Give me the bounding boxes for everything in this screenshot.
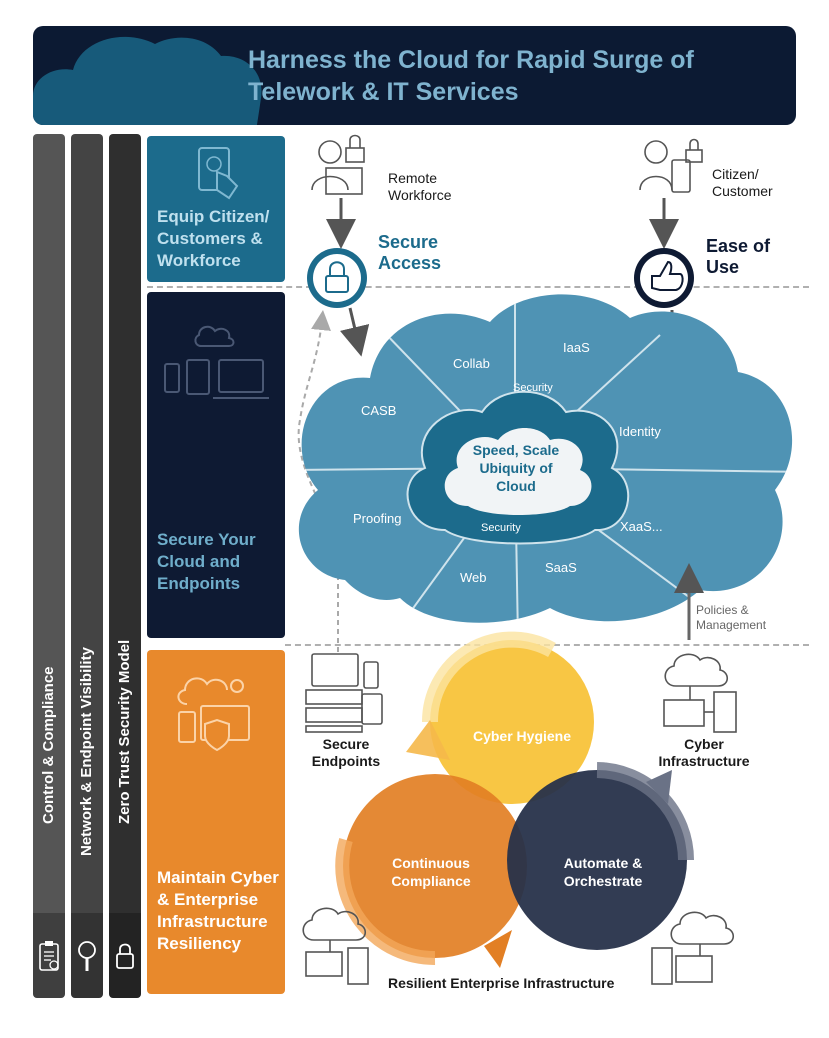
segment-collab: Collab: [453, 356, 490, 371]
remote-workforce-label: Remote Workforce: [388, 170, 452, 203]
cloud-diagram: [298, 294, 793, 623]
segment-iaas: IaaS: [563, 340, 590, 355]
divider-top: [147, 286, 809, 288]
segment-web: Web: [460, 570, 487, 585]
secure-access-label: Secure Access: [378, 232, 442, 273]
lock-icon: [116, 943, 134, 969]
cyber-infrastructure-icon: [663, 653, 737, 733]
cloud-icon: [33, 36, 262, 125]
control-compliance-bar: Control & Compliance: [33, 134, 65, 998]
security-top-label: Security: [513, 382, 553, 394]
equip-section: Equip Citizen/ Customers & Workforce: [147, 136, 285, 282]
secure-endpoints-label: Secure Endpoints: [311, 736, 381, 769]
resilient-infrastructure-label: Resilient Enterprise Infrastructure: [388, 975, 615, 991]
enterprise-left-icon: [302, 907, 369, 985]
segment-casb: CASB: [361, 403, 397, 418]
endpoints-icon: [305, 653, 383, 733]
secure-access-icon: [307, 248, 367, 308]
continuous-compliance-label: Continuous Compliance: [391, 855, 471, 889]
cyber-hygiene-label: Cyber Hygiene: [472, 728, 572, 744]
network-visibility-bar: Network & Endpoint Visibility: [71, 134, 103, 998]
equip-label: Equip Citizen/ Customers & Workforce: [157, 207, 270, 270]
segment-proofing: Proofing: [353, 511, 402, 526]
remote-worker-icon: [311, 134, 365, 195]
cyber-infrastructure-label: Cyber Infrastructure: [658, 736, 750, 769]
page-title: Harness the Cloud for Rapid Surge of Tel…: [248, 46, 694, 106]
citizen-icon: [639, 138, 703, 193]
ease-of-use-label: Ease of Use: [706, 236, 771, 277]
segment-xaas: XaaS...: [620, 519, 663, 534]
automate-orchestrate-label: Automate & Orchestrate: [563, 855, 643, 889]
security-bottom-label: Security: [481, 522, 521, 534]
tablet-touch-icon: [198, 147, 239, 200]
clipboard-icon: [39, 940, 59, 971]
cloud-center-label: Speed, Scale Ubiquity of Cloud: [472, 442, 560, 494]
zero-trust-bar: Zero Trust Security Model: [109, 134, 141, 998]
secure-section: Secure Your Cloud and Endpoints: [147, 292, 285, 638]
maintain-label: Maintain Cyber & Enterprise Infrastructu…: [157, 868, 279, 953]
devices-icon: [164, 325, 269, 399]
segment-saas: SaaS: [545, 560, 577, 575]
magnifier-icon: [78, 940, 96, 971]
secure-label: Secure Your Cloud and Endpoints: [157, 530, 256, 593]
policies-label: Policies & Management: [696, 603, 767, 632]
header-banner: Harness the Cloud for Rapid Surge of Tel…: [33, 26, 796, 125]
maintain-section: Maintain Cyber & Enterprise Infrastructu…: [147, 650, 285, 994]
segment-identity: Identity: [619, 424, 661, 439]
access-to-cloud-arrow: [339, 307, 370, 357]
cloud-shield-icon: [177, 677, 250, 752]
enterprise-right-icon: [651, 911, 735, 985]
citizen-customer-label: Citizen/ Customer: [712, 166, 773, 199]
thumbs-up-icon: [634, 248, 694, 308]
cycle-diagram: [335, 631, 694, 968]
